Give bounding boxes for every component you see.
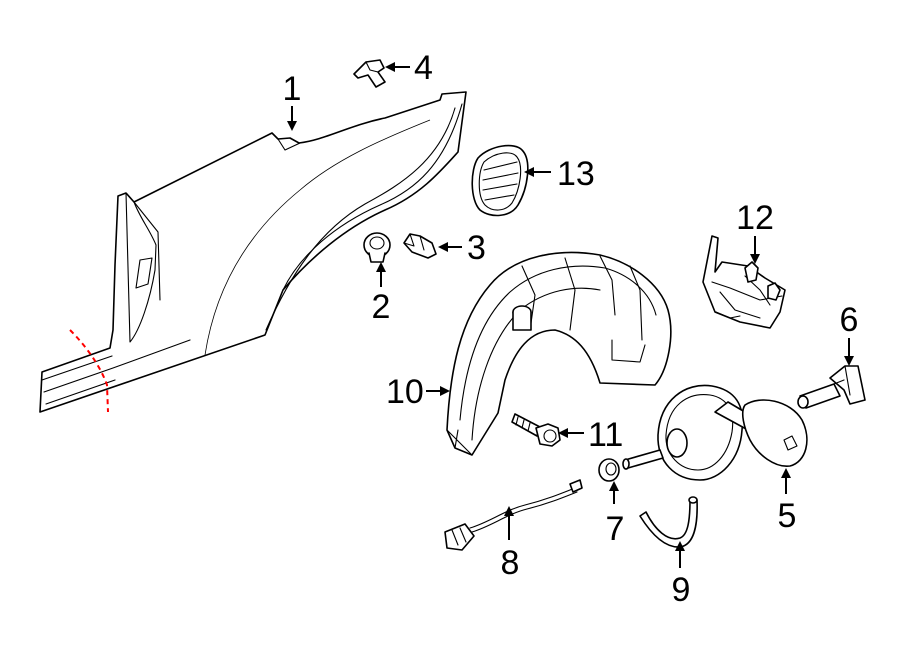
drain-hose-part-9 — [639, 496, 698, 548]
callout-label-5: 5 — [778, 497, 797, 535]
plug-part-7 — [598, 458, 620, 482]
actuator-part-6 — [797, 365, 866, 409]
callout-4: 4 — [385, 49, 433, 87]
callout-label-10: 10 — [386, 373, 424, 411]
callout-label-2: 2 — [372, 288, 391, 326]
pin-part-3 — [403, 233, 437, 259]
callout-label-8: 8 — [501, 544, 520, 582]
callout-7: 7 — [606, 481, 625, 548]
callout-8: 8 — [501, 506, 520, 582]
callout-3: 3 — [438, 229, 486, 267]
bolt-part-11 — [511, 413, 561, 447]
callout-5: 5 — [778, 468, 797, 535]
quarter-panel — [39, 91, 467, 413]
callout-10: 10 — [386, 373, 450, 411]
callout-12: 12 — [736, 199, 774, 264]
callout-label-13: 13 — [557, 155, 595, 193]
callout-6: 6 — [840, 301, 859, 366]
hinge-bracket-part-12 — [702, 235, 786, 329]
fuel-door-part-5 — [622, 384, 808, 481]
callout-label-1: 1 — [283, 70, 302, 108]
callout-2: 2 — [372, 262, 391, 326]
callout-label-4: 4 — [414, 49, 433, 87]
callout-label-6: 6 — [840, 301, 859, 339]
wheelhouse-liner-part-10 — [446, 251, 672, 456]
wire-harness-part-8 — [444, 479, 583, 551]
callout-label-9: 9 — [672, 571, 691, 609]
bracket-part-4 — [353, 59, 386, 88]
callout-label-11: 11 — [588, 416, 623, 454]
callout-1: 1 — [283, 70, 302, 131]
cut-line — [69, 329, 109, 413]
callout-11: 11 — [558, 416, 623, 454]
callout-13: 13 — [524, 155, 595, 193]
callout-label-12: 12 — [736, 199, 774, 237]
callout-label-3: 3 — [467, 229, 486, 267]
callout-9: 9 — [672, 541, 691, 609]
callout-label-7: 7 — [606, 510, 625, 548]
vent-grille-part-13 — [471, 144, 529, 217]
clip-part-2 — [363, 232, 391, 263]
